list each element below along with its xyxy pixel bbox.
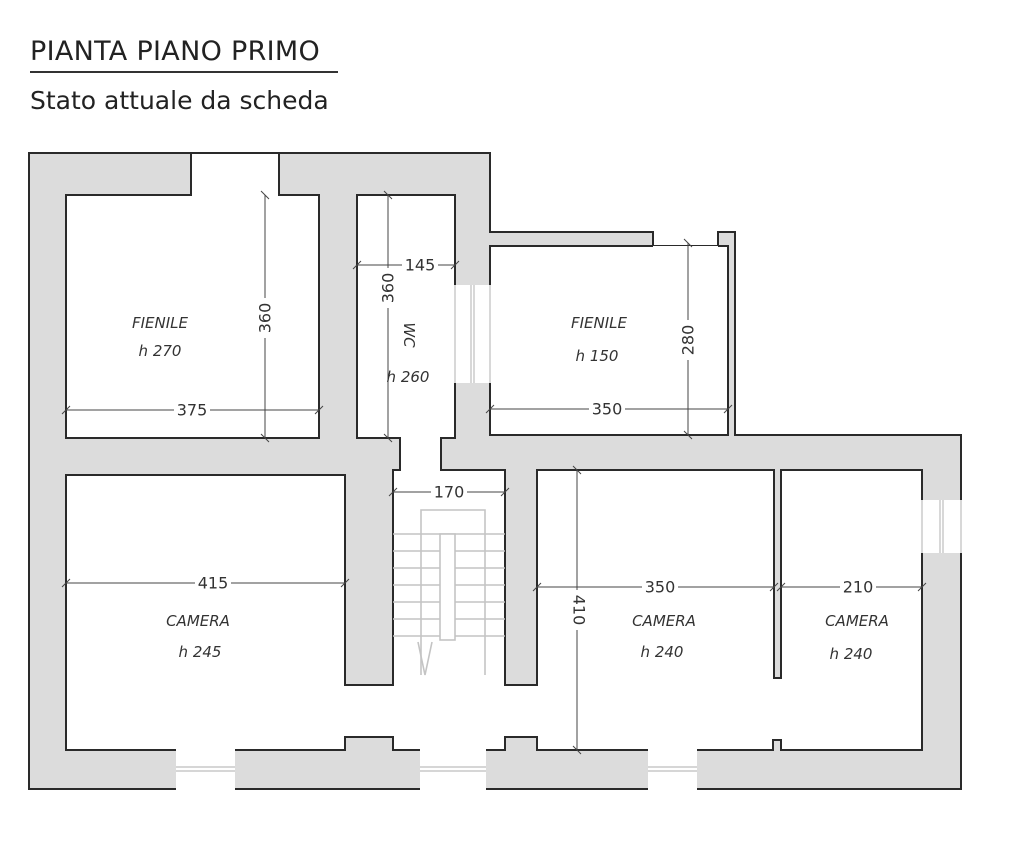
window-south-1 — [176, 749, 235, 791]
dim-fienile1-depth: 360 — [256, 303, 275, 334]
stair-down-arrow-icon — [417, 641, 433, 676]
room-height-camera-3: h 240 — [830, 645, 873, 663]
dim-wc-depth: 360 — [379, 273, 398, 304]
room-height-fienile-1: h 270 — [139, 342, 182, 360]
room-label-wc: WC — [400, 322, 418, 348]
room-label-fienile-2: FIENILE — [571, 314, 628, 332]
dim-fienile2-width: 350 — [592, 400, 623, 419]
room-height-fienile-2: h 150 — [576, 347, 619, 365]
window-fienile-2 — [454, 285, 491, 383]
room-height-camera-2: h 240 — [641, 643, 684, 661]
window-east — [921, 500, 963, 553]
dim-fienile1-width: 375 — [177, 401, 208, 420]
window-south-3 — [648, 749, 697, 791]
rooms-lower-and-wc — [65, 194, 923, 751]
room-fienile-2 — [489, 245, 729, 436]
title-underline — [30, 71, 338, 73]
room-label-fienile-1: FIENILE — [132, 314, 189, 332]
plan-title: PIANTA PIANO PRIMO — [30, 36, 321, 67]
room-label-camera-3: CAMERA — [825, 612, 889, 630]
staircase — [393, 509, 505, 676]
dim-camera3-width: 210 — [843, 578, 874, 597]
room-fienile-1 — [65, 152, 320, 439]
dim-camera2-width: 350 — [645, 578, 676, 597]
room-label-camera-2: CAMERA — [632, 612, 696, 630]
window-south-2 — [420, 749, 486, 791]
dim-stair-width: 170 — [434, 483, 465, 502]
plan-subtitle: Stato attuale da scheda — [30, 86, 329, 115]
dim-camera2-depth: 410 — [570, 595, 589, 626]
dim-fienile2-depth: 280 — [679, 325, 698, 356]
room-height-wc: h 260 — [387, 368, 430, 386]
dim-camera1-width: 415 — [198, 574, 229, 593]
room-height-camera-1: h 245 — [179, 643, 222, 661]
dim-wc-width: 145 — [405, 256, 436, 275]
room-label-camera-1: CAMERA — [166, 612, 230, 630]
